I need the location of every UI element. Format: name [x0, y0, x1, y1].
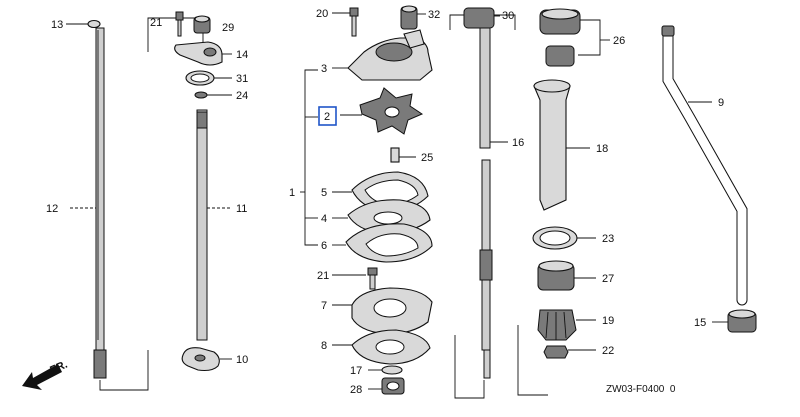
- callout-1[interactable]: 1: [289, 187, 295, 199]
- ring-23: [532, 226, 596, 250]
- bushing-29: [193, 15, 211, 34]
- callout-27[interactable]: 27: [602, 273, 614, 285]
- callout-18[interactable]: 18: [596, 143, 608, 155]
- arm-14: [174, 41, 232, 66]
- gear-19: [537, 309, 596, 341]
- callout-11[interactable]: 11: [236, 203, 247, 215]
- callout-4[interactable]: 4: [321, 213, 327, 225]
- front-arrow-icon: [22, 364, 62, 390]
- bolt-20: [332, 7, 359, 37]
- grommet-15: [712, 309, 757, 333]
- callout-2[interactable]: 2: [324, 111, 330, 123]
- tube-18: [533, 79, 590, 211]
- bolt-21-mid: [332, 267, 378, 290]
- sleeve-32: [400, 5, 426, 30]
- bolt-21-top: [175, 11, 184, 37]
- nut-13: [66, 19, 101, 29]
- callout-28[interactable]: 28: [350, 384, 362, 396]
- callout-6[interactable]: 6: [321, 240, 327, 252]
- seal-28: [368, 377, 405, 395]
- nut-22: [543, 345, 596, 359]
- callout-21-mid[interactable]: 21: [317, 270, 329, 282]
- clip-24: [194, 91, 232, 99]
- callout-13[interactable]: 13: [51, 19, 63, 31]
- callout-19[interactable]: 19: [602, 315, 614, 327]
- shaft-12: [70, 27, 107, 379]
- ring-31: [185, 70, 232, 86]
- callout-21-top[interactable]: 21: [150, 17, 162, 29]
- front-label: FR.: [48, 359, 69, 377]
- callout-14[interactable]: 14: [236, 49, 248, 61]
- callout-15[interactable]: 15: [694, 317, 706, 329]
- driveshaft-16: [463, 7, 508, 379]
- callout-20[interactable]: 20: [316, 8, 328, 20]
- grommet-10: [181, 347, 232, 372]
- pipe-9: [661, 25, 748, 306]
- callout-16[interactable]: 16: [512, 137, 524, 149]
- callout-5[interactable]: 5: [321, 187, 327, 199]
- gasket-8: [332, 329, 431, 365]
- housing-7: [332, 287, 433, 335]
- bearing-27: [537, 260, 596, 291]
- callout-32[interactable]: 32: [428, 9, 440, 21]
- callout-9[interactable]: 9: [718, 97, 724, 109]
- impeller-2: [340, 87, 424, 135]
- callouts: 13 21 29 14 31 24 12 11 10 20 32 3 2 25 …: [46, 8, 724, 396]
- callout-3[interactable]: 3: [321, 63, 327, 75]
- gasket-6: [332, 223, 433, 263]
- callout-24[interactable]: 24: [236, 90, 248, 102]
- callout-12[interactable]: 12: [46, 203, 58, 215]
- callout-22[interactable]: 22: [602, 345, 614, 357]
- pump-housing-3: [332, 29, 433, 81]
- callout-30[interactable]: 30: [502, 10, 514, 22]
- highlight-box-part-2: [318, 106, 337, 126]
- shaft-11: [196, 109, 232, 341]
- callout-10[interactable]: 10: [236, 354, 248, 366]
- callout-25[interactable]: 25: [421, 152, 433, 164]
- callout-31[interactable]: 31: [236, 73, 248, 85]
- ring-17: [368, 365, 403, 375]
- bearing-26: [539, 8, 581, 67]
- callout-29[interactable]: 29: [222, 22, 234, 34]
- callout-23[interactable]: 23: [602, 233, 614, 245]
- drawing-code: ZW03-F0400 0: [606, 384, 676, 395]
- callout-26[interactable]: 26: [613, 35, 625, 47]
- callout-7[interactable]: 7: [321, 300, 327, 312]
- callout-8[interactable]: 8: [321, 340, 327, 352]
- key-25: [390, 147, 416, 163]
- callout-17[interactable]: 17: [350, 365, 362, 377]
